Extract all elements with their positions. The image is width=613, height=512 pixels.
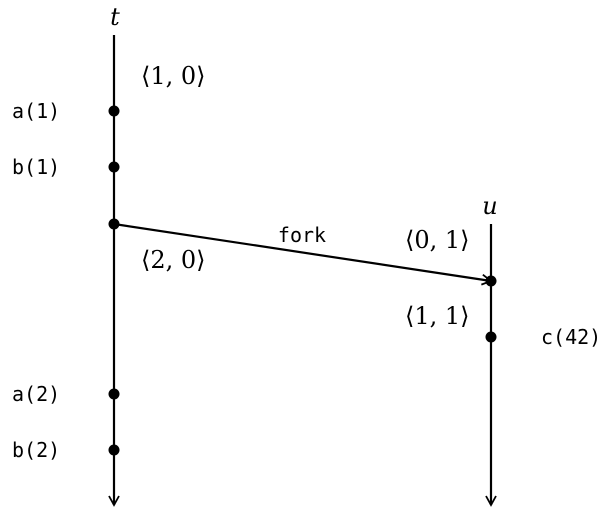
process-t-label: t bbox=[110, 3, 120, 31]
event-dot-b1 bbox=[108, 161, 120, 173]
event-dot-c42 bbox=[485, 331, 497, 343]
vector-clock-u-initial: ⟨0, 1⟩ bbox=[405, 226, 470, 254]
event-dot-a2 bbox=[108, 388, 120, 400]
event-label-b2: b(2) bbox=[12, 438, 60, 462]
vector-clock-t-initial: ⟨1, 0⟩ bbox=[141, 62, 206, 90]
fork-message-arrow bbox=[113, 222, 493, 286]
event-dot-receive bbox=[485, 275, 497, 287]
fork-message-label: fork bbox=[278, 223, 326, 247]
event-label-b1: b(1) bbox=[12, 155, 60, 179]
process-u-label: u bbox=[482, 192, 497, 220]
vector-clock-u-after-receive: ⟨1, 1⟩ bbox=[405, 302, 470, 330]
event-dot-fork bbox=[108, 218, 120, 230]
event-dot-a1 bbox=[108, 105, 120, 117]
vector-clock-t-after-fork: ⟨2, 0⟩ bbox=[141, 246, 206, 274]
event-dot-b2 bbox=[108, 444, 120, 456]
event-label-a1: a(1) bbox=[12, 99, 60, 123]
event-label-a2: a(2) bbox=[12, 382, 60, 406]
event-label-c42: c(42) bbox=[541, 325, 601, 349]
